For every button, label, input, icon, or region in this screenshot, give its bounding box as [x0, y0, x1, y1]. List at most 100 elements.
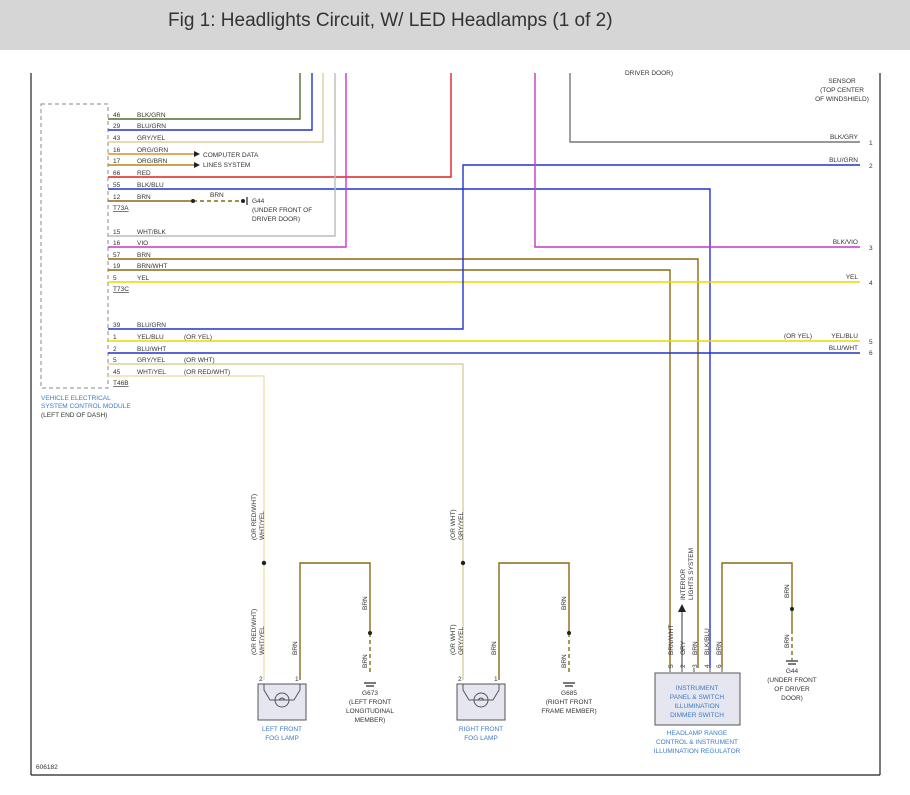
- svg-text:16: 16: [113, 240, 121, 247]
- right-edge-wire-labels: BLK/GRY BLU/GRN BLK/VIO YEL YEL/BLU (OR …: [784, 134, 859, 352]
- svg-text:15: 15: [113, 229, 121, 236]
- svg-text:1: 1: [113, 334, 117, 341]
- svg-text:BLK/VIO: BLK/VIO: [833, 239, 858, 246]
- svg-text:BRN: BRN: [292, 641, 299, 655]
- svg-text:INTERIOR: INTERIOR: [680, 569, 687, 600]
- svg-text:BLU/GRN: BLU/GRN: [137, 123, 166, 130]
- svg-text:5: 5: [113, 357, 117, 364]
- svg-text:16: 16: [113, 147, 121, 154]
- svg-text:6: 6: [869, 350, 873, 357]
- svg-text:INSTRUMENT: INSTRUMENT: [676, 685, 719, 692]
- svg-text:ORG/BRN: ORG/BRN: [137, 158, 168, 165]
- ground-g44-top: [241, 197, 248, 205]
- svg-text:ILLUMINATION REGULATOR: ILLUMINATION REGULATOR: [654, 748, 741, 755]
- right-fog-lamp-name: RIGHT FRONT FOG LAMP: [459, 726, 503, 742]
- svg-text:WHT/YEL: WHT/YEL: [259, 626, 266, 655]
- svg-text:DIMMER SWITCH: DIMMER SWITCH: [670, 712, 724, 719]
- svg-text:GRY/YEL: GRY/YEL: [458, 512, 465, 540]
- ground-g685: [563, 682, 575, 687]
- svg-text:5: 5: [668, 664, 675, 668]
- svg-text:57: 57: [113, 252, 121, 259]
- svg-text:BRN/WHT: BRN/WHT: [668, 625, 675, 655]
- svg-text:(UNDER FRONT: (UNDER FRONT: [767, 677, 816, 684]
- svg-text:YEL/BLU: YEL/BLU: [137, 334, 164, 341]
- interior-lights-label: INTERIOR LIGHTS SYSTEM: [680, 548, 695, 600]
- svg-text:BLU/GRN: BLU/GRN: [829, 157, 858, 164]
- svg-text:(RIGHT FRONT: (RIGHT FRONT: [546, 699, 592, 706]
- svg-text:LONGITUDINAL: LONGITUDINAL: [346, 708, 394, 715]
- svg-text:BRN: BRN: [362, 654, 369, 668]
- svg-text:(LEFT FRONT: (LEFT FRONT: [349, 699, 391, 706]
- svg-text:66: 66: [113, 170, 121, 177]
- dimmer-box-label: INSTRUMENT PANEL & SWITCH ILLUMINATION D…: [670, 685, 724, 719]
- svg-text:55: 55: [113, 182, 121, 189]
- svg-text:1: 1: [869, 140, 873, 147]
- svg-text:BLK/BLU: BLK/BLU: [137, 182, 164, 189]
- svg-text:T73A: T73A: [113, 205, 129, 212]
- svg-text:(OR WHT): (OR WHT): [450, 624, 457, 655]
- svg-text:1: 1: [295, 676, 299, 683]
- right-fog-wire-labels: (OR WHT) GRY/YEL (OR WHT) GRY/YEL BRN BR…: [450, 509, 568, 668]
- svg-text:BRN: BRN: [362, 596, 369, 610]
- svg-text:CONTROL & INSTRUMENT: CONTROL & INSTRUMENT: [656, 739, 738, 746]
- svg-text:4: 4: [704, 664, 711, 668]
- svg-text:BLK/GRN: BLK/GRN: [137, 112, 166, 119]
- svg-text:BRN: BRN: [137, 252, 151, 259]
- dimmer-wires: [669, 562, 794, 672]
- svg-text:5: 5: [113, 275, 117, 282]
- diagram-frame: [30, 73, 881, 776]
- svg-text:G44: G44: [252, 198, 265, 205]
- svg-text:(TOP CENTER: (TOP CENTER: [820, 87, 864, 94]
- ground-g673: [364, 682, 376, 687]
- svg-text:G44: G44: [786, 668, 799, 675]
- svg-text:GRY/YEL: GRY/YEL: [137, 357, 165, 364]
- svg-text:HEADLAMP RANGE: HEADLAMP RANGE: [667, 730, 728, 737]
- svg-text:SYSTEM CONTROL MODULE: SYSTEM CONTROL MODULE: [41, 403, 131, 410]
- svg-text:LINES SYSTEM: LINES SYSTEM: [203, 162, 250, 169]
- svg-text:RED: RED: [137, 170, 151, 177]
- g673-label: G673 (LEFT FRONT LONGITUDINAL MEMBER): [346, 690, 394, 724]
- svg-text:T73C: T73C: [113, 286, 129, 293]
- svg-text:BRN: BRN: [561, 596, 568, 610]
- right-edge-numbers: 1 2 3 4 5 6: [869, 140, 873, 357]
- svg-text:RIGHT FRONT: RIGHT FRONT: [459, 726, 503, 733]
- svg-text:SENSOR: SENSOR: [828, 78, 856, 85]
- svg-text:LIGHTS SYSTEM: LIGHTS SYSTEM: [688, 548, 695, 600]
- svg-text:GRY/YEL: GRY/YEL: [137, 135, 165, 142]
- svg-text:29: 29: [113, 123, 121, 130]
- svg-text:BRN: BRN: [692, 641, 699, 655]
- dimmer-name: HEADLAMP RANGE CONTROL & INSTRUMENT ILLU…: [654, 730, 741, 755]
- svg-text:2: 2: [869, 163, 873, 170]
- svg-text:46: 46: [113, 112, 121, 119]
- svg-text:BLU/GRN: BLU/GRN: [137, 322, 166, 329]
- svg-text:39: 39: [113, 322, 121, 329]
- data-line-arrows: [194, 151, 200, 168]
- svg-text:6: 6: [716, 664, 723, 668]
- svg-text:4: 4: [869, 280, 873, 287]
- svg-text:BRN: BRN: [561, 654, 568, 668]
- svg-text:BRN: BRN: [137, 194, 151, 201]
- svg-text:COMPUTER DATA: COMPUTER DATA: [203, 152, 259, 159]
- svg-text:FOG LAMP: FOG LAMP: [265, 735, 299, 742]
- svg-text:2: 2: [458, 676, 462, 683]
- svg-text:43: 43: [113, 135, 121, 142]
- svg-text:ILLUMINATION: ILLUMINATION: [674, 703, 719, 710]
- left-fog-lamp-circuit: [261, 560, 372, 680]
- svg-text:VEHICLE ELECTRICAL: VEHICLE ELECTRICAL: [41, 395, 111, 402]
- svg-text:FOG LAMP: FOG LAMP: [464, 735, 498, 742]
- svg-text:BLK/GRY: BLK/GRY: [830, 134, 859, 141]
- module-box: [40, 103, 109, 389]
- svg-text:OF WINDSHIELD): OF WINDSHIELD): [815, 96, 869, 103]
- top-partial-label: DRIVER DOOR): [625, 70, 673, 77]
- svg-text:2: 2: [113, 346, 117, 353]
- svg-text:G685: G685: [561, 690, 577, 697]
- svg-text:(OR WHT): (OR WHT): [184, 357, 215, 364]
- svg-text:WHT/YEL: WHT/YEL: [259, 511, 266, 540]
- svg-text:(OR WHT): (OR WHT): [450, 509, 457, 540]
- left-fog-lamp-name: LEFT FRONT FOG LAMP: [262, 726, 302, 742]
- left-fog-pins: 2 1: [259, 676, 299, 683]
- svg-text:OF DRIVER: OF DRIVER: [774, 686, 810, 693]
- module-name: VEHICLE ELECTRICAL SYSTEM CONTROL MODULE: [41, 395, 131, 410]
